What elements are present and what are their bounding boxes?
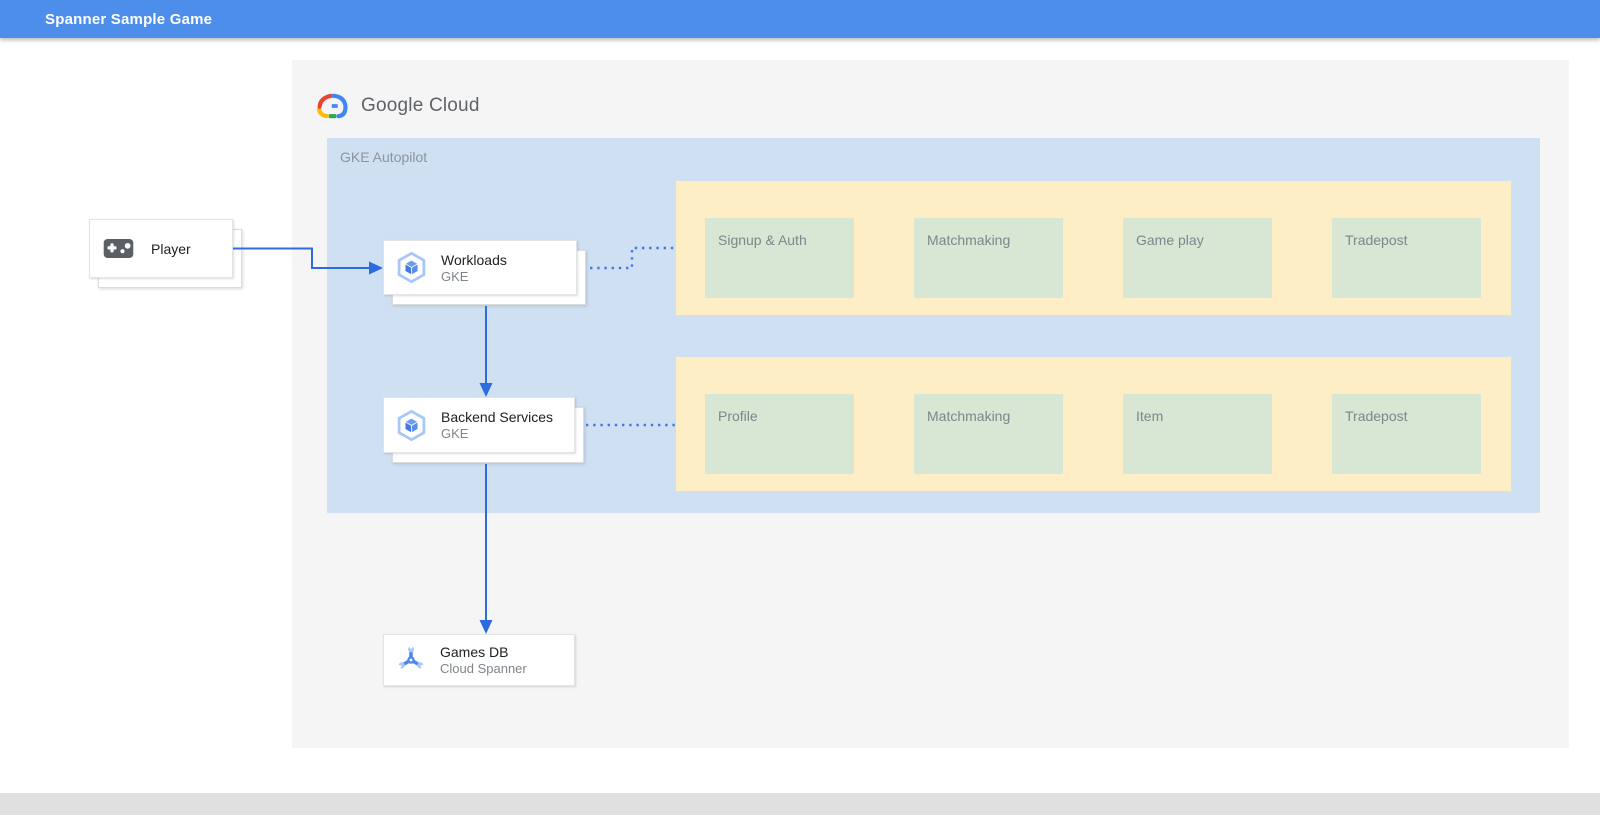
service-box-signup-auth: Signup & Auth [705,218,854,298]
backend-title: Backend Services [441,409,554,425]
workload-services-row: Signup & Auth Matchmaking Game play Trad… [676,181,1511,315]
service-label: Signup & Auth [718,232,807,248]
service-box-matchmaking-2: Matchmaking [914,394,1063,474]
google-cloud-logo-text: Google Cloud [361,95,480,116]
service-label: Game play [1136,232,1204,248]
gke-hexagon-icon [395,251,428,284]
player-card: Player [89,219,233,278]
service-box-game-play: Game play [1123,218,1272,298]
service-label: Matchmaking [927,232,1011,248]
service-box-tradepost-1: Tradepost [1332,218,1481,298]
gke-autopilot-label: GKE Autopilot [340,149,428,165]
google-cloud-logo: Google Cloud [314,90,480,122]
service-box-matchmaking-1: Matchmaking [914,218,1063,298]
games-db-card: Games DB Cloud Spanner [383,634,575,686]
backend-subtitle: GKE [441,426,469,441]
title-bar: Spanner Sample Game [0,0,1600,38]
node-player: Player [89,219,242,288]
service-label: Profile [718,408,758,424]
service-label: Tradepost [1345,232,1408,248]
workloads-card: Workloads GKE [383,240,577,295]
workloads-subtitle: GKE [441,268,469,284]
backend-services-card: Backend Services GKE [383,397,575,453]
page-title: Spanner Sample Game [45,10,213,28]
service-box-item: Item [1123,394,1272,474]
gamepad-icon [103,238,134,259]
service-label: Item [1136,408,1164,424]
google-cloud-logo-icon [317,93,348,119]
node-workloads: Workloads GKE [383,240,586,305]
service-label: Tradepost [1345,408,1408,424]
gke-hexagon-icon [395,409,428,442]
games-db-subtitle: Cloud Spanner [440,661,527,676]
service-box-tradepost-2: Tradepost [1332,394,1481,474]
service-box-profile: Profile [705,394,854,474]
cloud-spanner-icon [395,644,427,676]
games-db-title: Games DB [440,644,509,660]
player-label: Player [151,240,191,257]
bottom-bar [0,793,1600,815]
workloads-title: Workloads [441,251,507,268]
node-backend-services: Backend Services GKE [383,397,584,463]
backend-services-row: Profile Matchmaking Item Tradepost [676,357,1511,491]
gke-autopilot-zone: GKE Autopilot Signup & Auth Matchmaking … [327,138,1540,513]
service-label: Matchmaking [927,408,1011,424]
node-games-db: Games DB Cloud Spanner [383,634,575,686]
